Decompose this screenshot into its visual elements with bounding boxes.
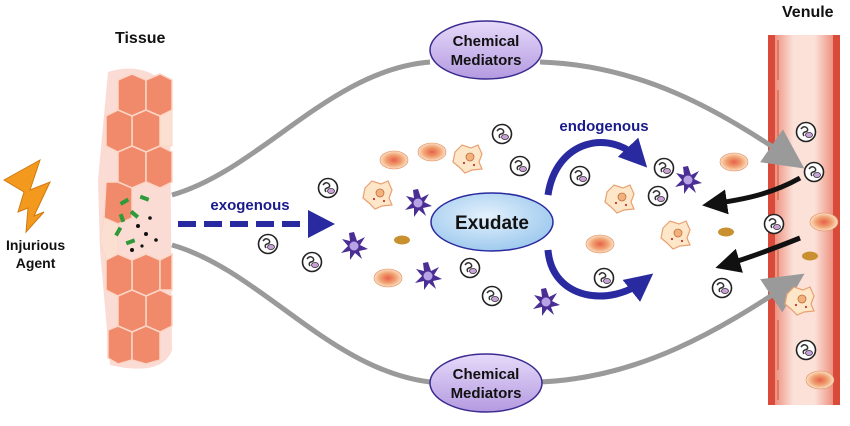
macrophage-icon <box>604 184 635 214</box>
leukocyte-icon <box>593 267 615 289</box>
mediator-bottom: Chemical Mediators <box>429 353 543 413</box>
leukocyte-icon <box>803 161 825 183</box>
leukocyte-icon <box>459 257 481 279</box>
emigration-arrows <box>702 175 802 273</box>
exogenous-arrow <box>178 210 335 238</box>
red-blood-cell-icon <box>805 370 835 390</box>
endogenous-label: endogenous <box>559 118 648 135</box>
macrophage-icon <box>660 220 691 250</box>
tissue-cells <box>98 68 173 369</box>
mediator-bottom-line2: Mediators <box>451 385 522 402</box>
red-blood-cell-icon <box>809 212 839 232</box>
leukocyte-icon <box>653 157 675 179</box>
leukocyte-icon <box>763 213 785 235</box>
star-cell-icon <box>533 288 560 316</box>
platelet-icon <box>394 235 410 245</box>
leukocyte-icon <box>569 165 591 187</box>
red-blood-cell-icon <box>585 234 615 254</box>
injurious-agent-label: Injurious Agent <box>6 237 66 271</box>
leukocyte-icon <box>795 339 817 361</box>
macrophage-icon <box>362 180 393 210</box>
lightning-icon <box>3 158 51 234</box>
leukocyte-icon <box>257 233 279 255</box>
star-cell-icon <box>415 262 442 290</box>
mediator-top-line1: Chemical <box>453 33 520 50</box>
leukocyte-icon <box>509 155 531 177</box>
leukocyte-icon <box>481 285 503 307</box>
macrophage-icon <box>452 144 483 174</box>
star-cell-icon <box>341 232 368 260</box>
exogenous-label: exogenous <box>210 197 289 214</box>
leukocyte-icon <box>491 123 513 145</box>
mediator-bottom-line1: Chemical <box>453 366 520 383</box>
red-blood-cell-icon <box>373 268 403 288</box>
tissue-label: Tissue <box>115 30 166 47</box>
leukocyte-icon <box>647 185 669 207</box>
exudate-label: Exudate <box>455 213 529 234</box>
red-blood-cell-icon <box>719 152 749 172</box>
mediator-top: Chemical Mediators <box>429 20 543 80</box>
leukocyte-icon <box>317 177 339 199</box>
endogenous-arrows <box>544 137 654 302</box>
mediator-pathways <box>171 59 805 385</box>
exudate-bubble: Exudate <box>430 192 554 252</box>
mediator-top-line2: Mediators <box>451 52 522 69</box>
venule-label: Venule <box>782 4 834 21</box>
leukocyte-icon <box>795 121 817 143</box>
star-cell-icon <box>675 166 702 194</box>
star-cell-icon <box>405 189 432 217</box>
red-blood-cell-icon <box>417 142 447 162</box>
leukocyte-icon <box>301 251 323 273</box>
red-blood-cell-icon <box>379 150 409 170</box>
leukocyte-icon <box>711 277 733 299</box>
platelet-icon <box>802 251 818 261</box>
platelet-icon <box>718 227 734 237</box>
